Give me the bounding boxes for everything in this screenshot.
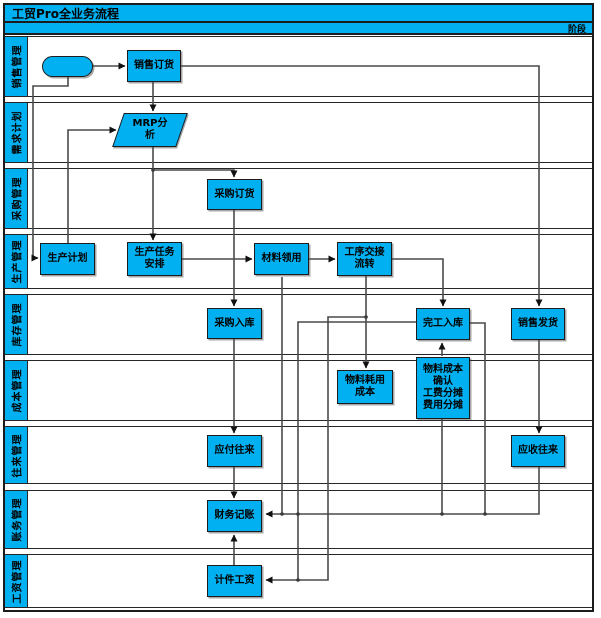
flow-node-sales-order[interactable]: 销售订货 [127,50,181,82]
swimlane-label: 采购管理 [4,169,28,228]
swimlane-label: 成本管理 [4,361,28,420]
flow-node-financial-bookkeeping[interactable]: 财务记账 [207,500,262,532]
flow-node-label: 财务记账 [214,510,255,521]
flow-node-production-plan[interactable]: 生产计划 [40,243,95,275]
swimlane-label: 库存管理 [4,295,28,354]
flow-node-accounts-receivable[interactable]: 应收往来 [511,435,565,467]
flow-node-sales-delivery[interactable]: 销售发货 [511,308,565,340]
flow-node-production-task[interactable]: 生产任务 安排 [127,242,182,276]
swimlane-label-text: 需求计划 [12,110,23,155]
swimlane-label: 往来管理 [4,427,28,483]
flow-node-material-requisition[interactable]: 材料领用 [254,243,309,275]
flow-node-purchase-inbound[interactable]: 采购入库 [207,308,262,339]
flow-node-mrp-analysis[interactable]: MRP分 析 [112,113,188,147]
flow-node-material-consumption-cost[interactable]: 物料耗用 成本 [337,370,393,404]
flow-node-label: 应付往来 [214,445,255,456]
flow-node-label: 销售发货 [518,318,558,329]
phase-label: 阶段 [3,22,594,35]
swimlane-row: 库存管理 [3,294,594,355]
flow-node-piece-rate-wage[interactable]: 计件工资 [207,565,262,597]
swimlane-label: 销售管理 [4,37,28,96]
flow-node-label: 完工入库 [423,318,463,329]
flow-node-label: 计件工资 [214,575,255,586]
swimlane-row: 成本管理 [3,360,594,421]
swimlane-label-text: 账务管理 [12,497,23,542]
swimlane-label: 账务管理 [4,491,28,548]
swimlane-label-text: 采购管理 [12,176,23,221]
flow-node-accounts-payable[interactable]: 应付往来 [207,435,262,467]
swimlane-label-text: 库存管理 [12,302,23,347]
flow-node-label: 生产计划 [47,253,88,264]
flow-node-process-handover[interactable]: 工序交接 流转 [337,242,392,276]
flow-node-label: 生产任务 安排 [134,247,175,270]
swimlane-label-text: 往来管理 [12,433,23,477]
swimlane-label-text: 工资管理 [12,559,23,603]
swimlane-label-text: 生产管理 [12,239,23,284]
flow-node-label: 采购入库 [214,317,255,329]
flow-node-label: MRP分 析 [132,118,168,141]
flow-node-cost-confirmation[interactable]: 物料成本 确认 工费分摊 费用分摊 [416,357,470,419]
swimlane-row: 往来管理 [3,426,594,484]
flow-node-label: 采购订货 [214,188,255,200]
swimlane-label: 生产管理 [4,235,28,288]
swimlane-row: 工资管理 [3,554,594,608]
flow-node-label: 应收往来 [518,445,558,456]
flow-node-label: 销售订货 [134,60,174,71]
page-title: 工贸Pro全业务流程 [3,3,594,23]
flow-node-label: 材料领用 [261,253,302,264]
swimlane-row: 采购管理 [3,168,594,229]
swimlane-row: 账务管理 [3,490,594,549]
flow-node-label: 工序交接 流转 [344,247,385,270]
swimlane-label: 工资管理 [4,555,28,607]
swimlane-label: 需求计划 [4,103,28,162]
flow-node-label: 物料耗用 成本 [345,375,385,398]
swimlane-label-text: 销售管理 [12,44,23,89]
swimlane-label-text: 成本管理 [12,368,23,413]
flow-node-finished-inbound[interactable]: 完工入库 [416,308,470,340]
flow-node-label: 物料成本 确认 工费分摊 费用分摊 [423,364,463,411]
flow-node-start [42,56,93,77]
swimlane-row: 需求计划 [3,102,594,163]
flow-node-purchase-order[interactable]: 采购订货 [207,179,262,210]
